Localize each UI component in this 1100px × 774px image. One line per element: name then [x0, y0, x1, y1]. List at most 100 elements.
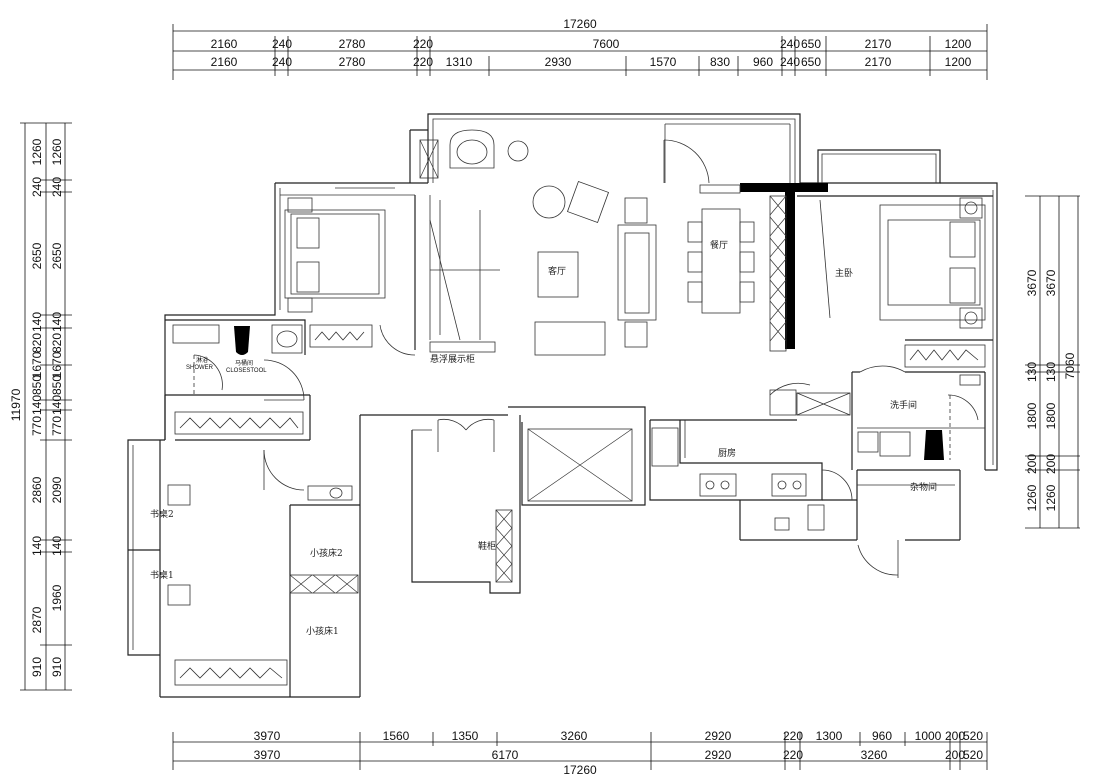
dim-left-r1-4: 820 [30, 333, 44, 353]
dim-bot-r2-3: 220 [783, 748, 803, 762]
dim-left-r1-3: 140 [30, 312, 44, 332]
label-storage: 杂物间 [910, 481, 937, 493]
dim-top-r2-7: 830 [710, 55, 730, 69]
dim-left-r2-4: 820 [50, 333, 64, 353]
room-labels: 客厅 餐厅 主卧 厨房 洗手间 杂物间 悬浮展示柜 鞋柜 书桌1 书桌2 小孩床… [150, 239, 937, 637]
dim-right-r2-0: 3670 [1044, 269, 1058, 296]
dim-bot-r2-2: 2920 [705, 748, 732, 762]
coffee-table [537, 251, 579, 298]
dim-left-total: 11970 [9, 388, 23, 421]
dim-left-r1-0: 1260 [30, 138, 44, 165]
dim-top-r2-5: 2930 [545, 55, 572, 69]
label-closestool-en: CLOSESTOOL [226, 368, 267, 374]
dim-right-r2-4: 1260 [1044, 484, 1058, 511]
dim-top-r1-6: 650 [801, 37, 821, 51]
dim-bot-r2-0: 3970 [254, 748, 281, 762]
dim-bot-r1-4: 2920 [705, 729, 732, 743]
label-kitchen: 厨房 [718, 447, 736, 459]
walls [127, 113, 998, 698]
dim-top-r1-2: 2780 [339, 37, 366, 51]
dim-left-r2-10: 2090 [50, 476, 64, 503]
dim-left-r1-11: 140 [30, 536, 44, 556]
dim-top-r2-12: 1200 [945, 55, 972, 69]
bottom-dimensions: 3970 1560 1350 3260 2920 220 1300 960 10… [172, 729, 988, 774]
dim-top-r1-1: 240 [272, 37, 292, 51]
dim-bot-r1-2: 1350 [452, 729, 479, 743]
dim-left-r1-12: 2870 [30, 606, 44, 633]
dim-top-r1-7: 2170 [865, 37, 892, 51]
dim-top-r2-2: 2780 [339, 55, 366, 69]
label-shower-en: SHOWER [186, 365, 214, 371]
label-shoe-cabinet: 鞋柜 [478, 540, 496, 552]
dim-left-r2-3: 140 [50, 312, 64, 332]
dim-top-r2-0: 2160 [211, 55, 238, 69]
dim-top-total: 17260 [563, 17, 597, 31]
left-dimensions: 11970 1260 240 2650 140 820 1670 850 140… [9, 122, 72, 691]
dim-left-r2-12: 1960 [50, 584, 64, 611]
dim-bot-r1-1: 1560 [383, 729, 410, 743]
label-desk1: 书桌1 [150, 569, 174, 581]
label-closestool-cn: 马桶间 [235, 359, 253, 367]
dim-left-r1-9: 770 [30, 416, 44, 436]
dim-left-r2-2: 2650 [50, 242, 64, 269]
dim-left-r1-1: 240 [30, 177, 44, 197]
dim-top-r2-10: 650 [801, 55, 821, 69]
dim-right-r1-0: 3670 [1025, 269, 1039, 296]
tv-wall-black [740, 183, 828, 192]
dim-right-r1-4: 1260 [1025, 484, 1039, 511]
dim-right-r1-3: 200 [1025, 454, 1039, 474]
top-dimensions: 17260 2160 240 2780 220 7600 240 650 217… [172, 17, 988, 80]
label-kid-bed2: 小孩床2 [310, 547, 343, 559]
dim-bot-r2-1: 6170 [492, 748, 519, 762]
dim-top-r2-1: 240 [272, 55, 292, 69]
dim-bot-r1-9: 200 [945, 729, 965, 743]
dim-top-r2-8: 960 [753, 55, 773, 69]
dim-left-r1-6: 850 [30, 375, 44, 395]
dim-bot-r1-7: 960 [872, 729, 892, 743]
dim-top-r1-0: 2160 [211, 37, 238, 51]
dim-top-r1-8: 1200 [945, 37, 972, 51]
label-powder: 洗手间 [890, 399, 917, 411]
dim-left-r2-6: 850 [50, 375, 64, 395]
dim-bot-r2-5: 200 [945, 748, 965, 762]
dim-bot-r1-3: 3260 [561, 729, 588, 743]
dim-top-r2-6: 1570 [650, 55, 677, 69]
tv-cabinet [534, 321, 606, 356]
dim-top-r2-4: 1310 [446, 55, 473, 69]
label-desk2: 书桌2 [150, 508, 174, 520]
dim-bot-r2-4: 3260 [861, 748, 888, 762]
dim-bot-total: 17260 [563, 763, 597, 774]
dim-left-r2-9: 770 [50, 416, 64, 436]
dining-table [701, 208, 741, 314]
dim-bot-r1-6: 1300 [816, 729, 843, 743]
doors [193, 139, 979, 578]
dim-right-total: 7060 [1063, 352, 1077, 379]
dim-right-r2-3: 200 [1044, 454, 1058, 474]
dim-top-r2-11: 2170 [865, 55, 892, 69]
dim-left-r1-13: 910 [30, 657, 44, 677]
dim-left-r1-7: 140 [30, 395, 44, 415]
sofa [617, 224, 657, 321]
dim-bot-r1-5: 220 [783, 729, 803, 743]
dim-left-r2-11: 140 [50, 536, 64, 556]
dim-right-r1-1: 130 [1025, 362, 1039, 382]
dim-left-r2-1: 240 [50, 177, 64, 197]
dim-left-r2-13: 910 [50, 657, 64, 677]
dim-left-r2-0: 1260 [50, 138, 64, 165]
bedroom-bed [284, 209, 386, 299]
dim-left-r2-7: 140 [50, 395, 64, 415]
dim-top-r1-5: 240 [780, 37, 800, 51]
dim-top-r1-3: 220 [413, 37, 433, 51]
label-shower-cn: 淋浴 [196, 356, 208, 364]
powder-toilet-black [924, 430, 944, 460]
dim-bot-r1-0: 3970 [254, 729, 281, 743]
label-dining: 餐厅 [710, 239, 728, 251]
dim-right-r2-2: 1800 [1044, 402, 1058, 429]
label-living: 客厅 [548, 265, 566, 277]
dim-left-r2-5: 1670 [50, 351, 64, 378]
dim-bot-r1-8: 1000 [915, 729, 942, 743]
label-master: 主卧 [835, 267, 853, 279]
dim-top-r1-4: 7600 [593, 37, 620, 51]
dim-right-r2-1: 130 [1044, 362, 1058, 382]
